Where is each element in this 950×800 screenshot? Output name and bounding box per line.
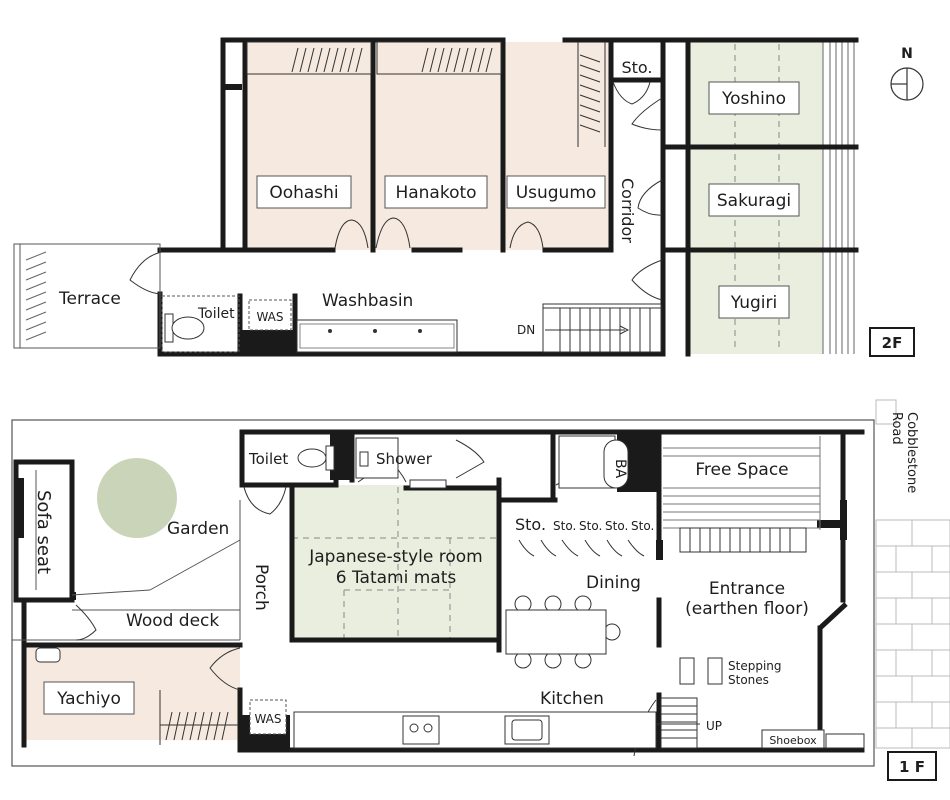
floor-2f-badge-text: 2F [882, 334, 903, 352]
washer-box-1f [249, 699, 287, 735]
kitchen-label: Kitchen [540, 689, 604, 709]
terrace-area [13, 243, 161, 349]
closet-yachiyo [159, 690, 238, 745]
storage-2f-label: Sto. [621, 58, 652, 77]
washbasin-counter [296, 319, 458, 353]
shower-stall [355, 437, 399, 479]
floor-2f: Oohashi Hanakoto Usugumo Yoshino Sakurag… [13, 37, 915, 357]
washer-box-2f [248, 299, 292, 331]
stepping-stones-label-line2: Stones [728, 673, 769, 687]
kitchen-counter [293, 711, 657, 749]
storage-small-label: Sto. [579, 519, 602, 533]
tatami-lines-1f [292, 487, 499, 640]
room-yoshino-box [708, 81, 800, 115]
column [242, 330, 294, 354]
toilet-icon [297, 445, 335, 471]
dining-label: Dining [586, 573, 641, 593]
japanese-room-area [292, 485, 499, 640]
yachiyo-basin-icon [35, 647, 61, 663]
floor-1f-badge-text: 1 F [899, 758, 925, 776]
shower-shelf [409, 479, 447, 489]
wood-deck-label: Wood deck [126, 611, 219, 631]
japanese-room-label-line1: Japanese-style room [308, 547, 482, 567]
shoebox-outline [761, 729, 825, 749]
room-hanakoto-box [384, 175, 488, 209]
floor-1f: Toilet Shower BA Free Space Sofa seat Ga… [11, 399, 950, 781]
stairs-down[interactable] [542, 303, 662, 353]
room-sakuragi-label: Sakuragi [717, 191, 791, 211]
room-hanakoto-label: Hanakoto [395, 183, 476, 203]
room-yugiri-box [718, 285, 790, 319]
garden-outline [12, 470, 241, 641]
garden-tree [97, 458, 177, 538]
closets-2f [246, 41, 606, 147]
entrance-step [679, 527, 807, 553]
entrance-label-line1: Entrance [709, 579, 785, 599]
stairs-up-label: UP [706, 719, 722, 733]
corridor-label: Corridor [618, 178, 637, 243]
toilet-2f-outline [161, 295, 240, 353]
terrace-label: Terrace [58, 289, 121, 309]
toilet-2f-label: Toilet [197, 306, 235, 322]
room-oohashi-box [256, 175, 352, 209]
room-yugiri-label: Yugiri [730, 293, 777, 313]
storage-small-label: Sto. [631, 519, 654, 533]
compass-icon: N [890, 46, 924, 101]
cobblestone-road [875, 399, 950, 766]
shower-label: Shower [376, 450, 433, 468]
storage-small-label: Sto. [605, 519, 628, 533]
stairs-down-label: DN [517, 323, 535, 337]
entrance-label-line2: (earthen floor) [685, 599, 809, 619]
storage-1f-label: Sto. [515, 515, 546, 534]
bath-label: BA [612, 459, 628, 479]
stepping-stones-label-line1: Stepping [728, 659, 782, 673]
was-1f-label: WAS [254, 712, 281, 726]
free-space-label: Free Space [695, 460, 788, 480]
road-label-line2: Road [889, 412, 904, 445]
storage-small-label: Sto. [553, 519, 576, 533]
stepping-stone [679, 657, 695, 685]
road-label-line1: Cobblestone [904, 412, 919, 493]
shoebox-extension [825, 733, 865, 749]
stepping-stone [707, 657, 723, 685]
entrance-step-slats [689, 528, 791, 552]
stairs-up[interactable] [656, 697, 700, 749]
japanese-room-label-line2: 6 Tatami mats [336, 568, 457, 588]
was-2f-label: WAS [256, 310, 283, 324]
shoebox-label: Shoebox [769, 734, 817, 747]
room-oohashi-label: Oohashi [269, 183, 338, 203]
porch-label: Porch [251, 564, 271, 611]
room-usugumo-box [506, 175, 606, 209]
floor-1f-badge [887, 751, 937, 781]
shower-icon [359, 451, 369, 467]
toilet-icon [164, 313, 205, 343]
room-yoshino-label: Yoshino [721, 89, 786, 109]
room-oohashi-area [245, 42, 373, 250]
garden-label: Garden [167, 519, 229, 539]
free-space-deck [663, 436, 821, 530]
dining-table [505, 595, 621, 669]
property-line [11, 419, 875, 767]
room-sakuragi-box [708, 183, 800, 217]
room-hanakoto-area [375, 42, 502, 250]
washbasin-label: Washbasin [322, 291, 413, 311]
room-usugumo-label: Usugumo [516, 183, 597, 203]
room-yachiyo-box [43, 681, 135, 715]
column [222, 84, 242, 90]
balcony-slats [822, 42, 855, 354]
floor-2f-badge [869, 327, 915, 357]
compass-north-label: N [901, 46, 913, 62]
toilet-1f-label: Toilet [248, 450, 288, 468]
room-usugumo-area [505, 42, 611, 250]
bathtub-icon [603, 439, 629, 489]
entrance-wall [818, 602, 848, 630]
doors-2f [129, 81, 663, 301]
room-yachiyo-label: Yachiyo [56, 689, 121, 709]
sofa-seat-label: Sofa seat [33, 490, 54, 574]
